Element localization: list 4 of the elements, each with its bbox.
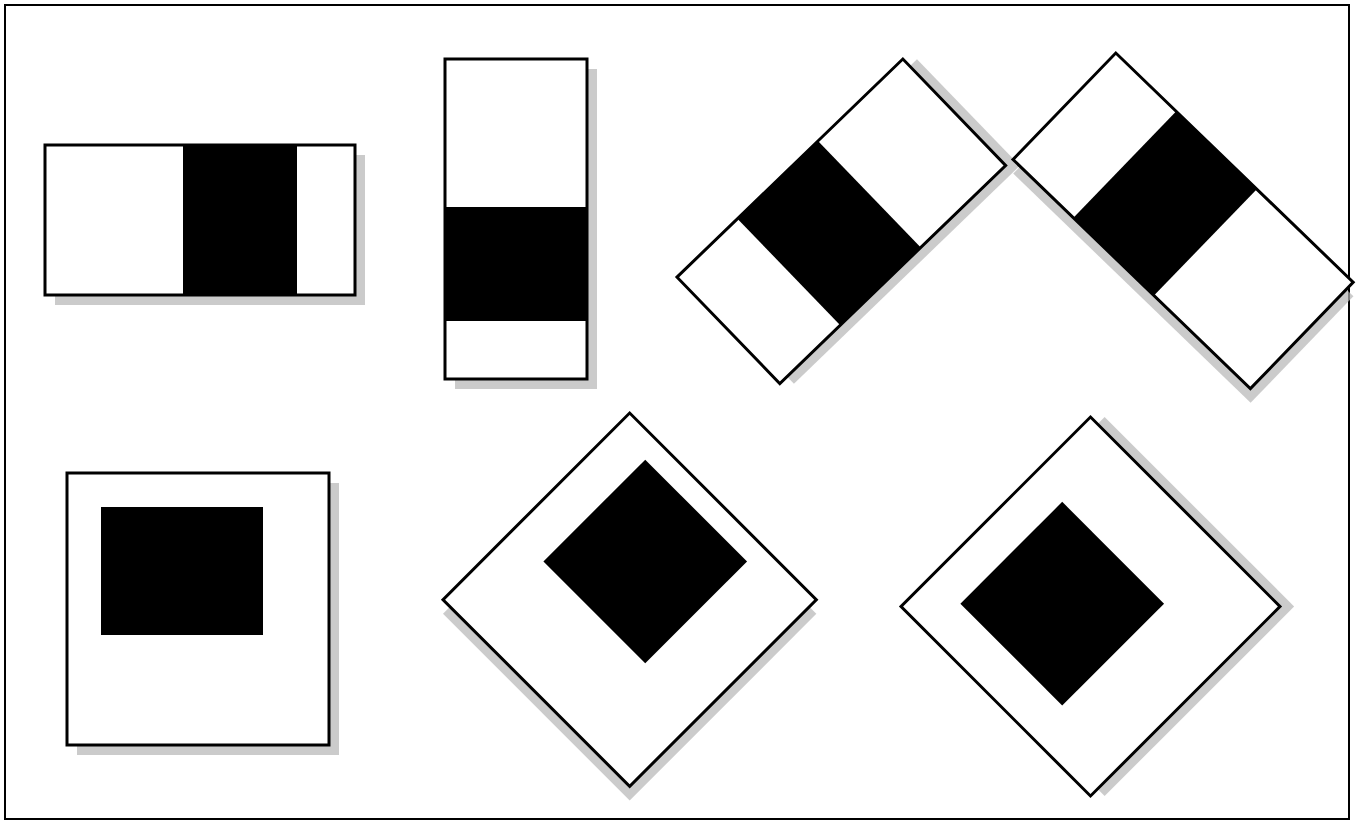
marked-rectangle	[1010, 49, 1358, 399]
marked-rectangle	[441, 55, 597, 389]
marked-rectangle	[63, 469, 339, 755]
marked-rectangle	[41, 141, 365, 305]
